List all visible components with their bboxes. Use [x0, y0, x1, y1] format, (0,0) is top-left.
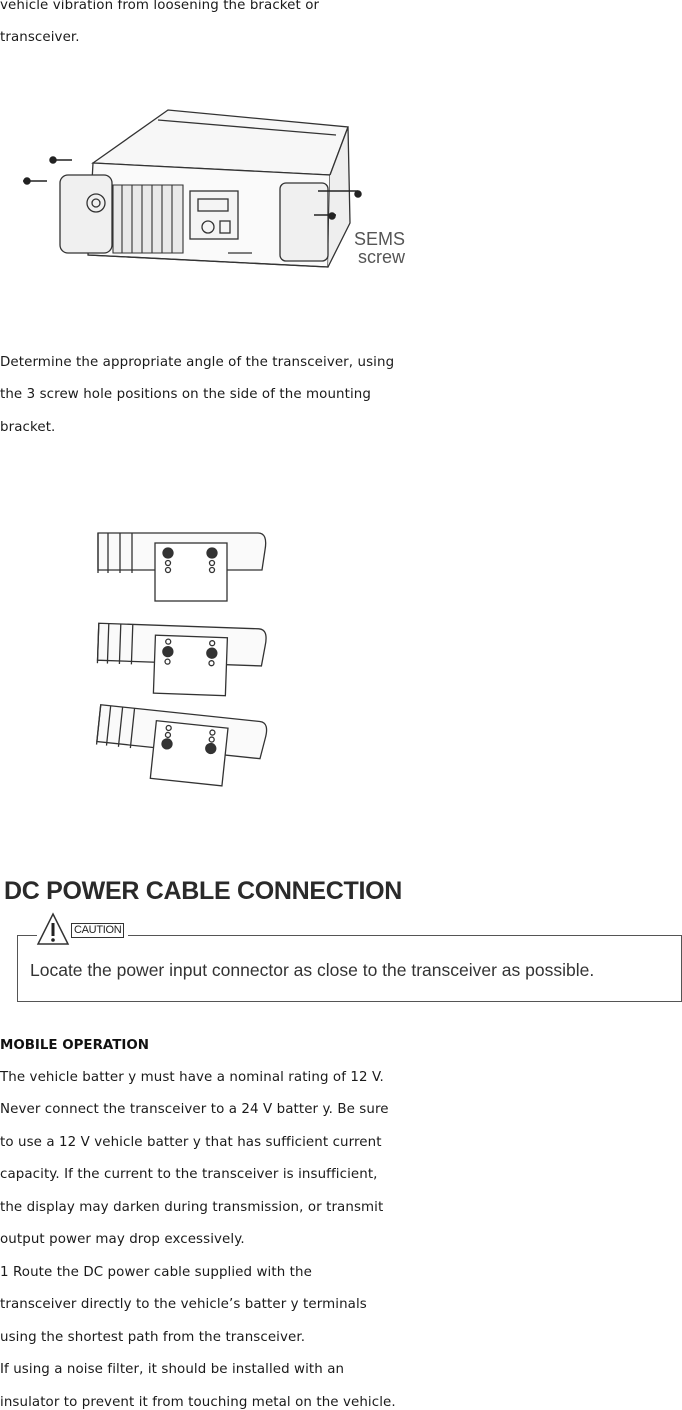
subsection-title: MOBILE OPERATION	[0, 1038, 149, 1053]
sems-label: SEMS	[354, 229, 405, 249]
body-text-line: output power may drop excessively.	[0, 1232, 245, 1247]
section-title: DC POWER CABLE CONNECTION	[4, 877, 403, 905]
body-text-line: capacity. If the current to the transcei…	[0, 1167, 378, 1182]
caution-text: Locate the power input connector as clos…	[30, 960, 595, 980]
body-text-line: the 3 screw hole positions on the side o…	[0, 387, 371, 402]
body-text-line: insulator to prevent it from touching me…	[0, 1395, 396, 1410]
body-text-line: vehicle vibration from loosening the bra…	[0, 0, 320, 13]
screw-label: screw	[358, 247, 406, 267]
transceiver-bracket-illustration: SEMS screw	[23, 109, 406, 268]
caution-label: CAUTION	[71, 923, 125, 938]
caution-border	[17, 935, 37, 936]
body-text-line: 1 Route the DC power cable supplied with…	[0, 1265, 312, 1280]
body-text-line: bracket.	[0, 420, 56, 435]
body-text-line: If using a noise filter, it should be in…	[0, 1362, 345, 1377]
body-text-line: using the shortest path from the transce…	[0, 1330, 306, 1345]
body-text-line: Determine the appropriate angle of the t…	[0, 355, 395, 370]
body-text-line: transceiver directly to the vehicle’s ba…	[0, 1297, 367, 1312]
caution-border	[128, 935, 682, 936]
body-text-line: transceiver.	[0, 30, 80, 45]
body-text-line: The vehicle batter y must have a nominal…	[0, 1070, 384, 1085]
body-text-line: the display may darken during transmissi…	[0, 1200, 384, 1215]
mounting-angle-illustration	[95, 532, 268, 787]
warning-triangle-icon	[36, 912, 70, 945]
body-text-line: to use a 12 V vehicle batter y that has …	[0, 1135, 382, 1150]
body-text-line: Never connect the transceiver to a 24 V …	[0, 1102, 389, 1117]
